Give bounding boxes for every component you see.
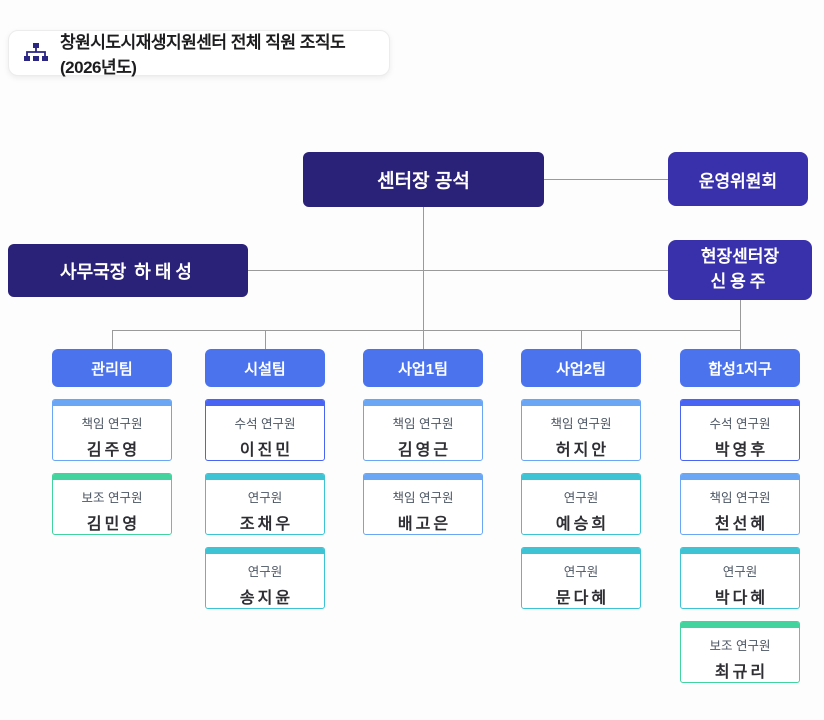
member-accent-bar <box>206 548 324 554</box>
node-director-name: 하태성 <box>134 261 196 282</box>
member-card: 책임 연구원 천선혜 <box>680 473 800 535</box>
connector-team2-stub <box>265 330 266 349</box>
member-accent-bar <box>206 474 324 480</box>
member-title: 연구원 <box>563 491 599 505</box>
member-name: 송지윤 <box>239 590 294 607</box>
page-title: 창원시도시재생지원센터 전체 직원 조직도(2026년도) <box>60 33 346 77</box>
member-title: 책임 연구원 <box>709 491 771 505</box>
member-card: 책임 연구원 허지안 <box>521 399 641 461</box>
connector-center-vertical <box>423 207 424 330</box>
node-director-role: 사무국장 <box>60 261 127 282</box>
member-name: 천선혜 <box>714 516 769 533</box>
member-card: 책임 연구원 김주영 <box>52 399 172 461</box>
page-title-badge: 창원시도시재생지원센터 전체 직원 조직도(2026년도) <box>8 30 390 77</box>
member-name: 배고은 <box>397 516 452 533</box>
member-name: 허지안 <box>555 442 610 459</box>
member-title: 책임 연구원 <box>550 417 612 431</box>
node-secretary-general: 사무국장 하태성 <box>8 244 248 297</box>
member-card: 연구원 예승희 <box>521 473 641 535</box>
team-header: 사업2팀 <box>521 349 641 387</box>
member-accent-bar <box>681 474 799 480</box>
member-title: 책임 연구원 <box>392 417 454 431</box>
team-header: 관리팀 <box>52 349 172 387</box>
node-committee-label: 운영위원회 <box>698 171 778 191</box>
member-title: 연구원 <box>247 565 283 579</box>
member-card: 수석 연구원 이진민 <box>205 399 325 461</box>
member-card: 보조 연구원 김민영 <box>52 473 172 535</box>
member-title: 수석 연구원 <box>234 417 296 431</box>
team-column-project2: 사업2팀 책임 연구원 허지안 연구원 예승희 연구원 문다혜 <box>521 349 641 609</box>
member-accent-bar <box>364 474 482 480</box>
member-card: 연구원 조채우 <box>205 473 325 535</box>
node-steering-committee: 운영위원회 <box>668 152 808 206</box>
node-center-head: 센터장 공석 <box>303 152 544 207</box>
team-column-facility: 시설팀 수석 연구원 이진민 연구원 조채우 연구원 송지윤 <box>205 349 325 609</box>
member-accent-bar <box>681 400 799 406</box>
member-title: 연구원 <box>247 491 283 505</box>
member-accent-bar <box>53 474 171 480</box>
member-card: 책임 연구원 배고은 <box>363 473 483 535</box>
member-title: 보조 연구원 <box>81 491 143 505</box>
member-accent-bar <box>53 400 171 406</box>
member-accent-bar <box>681 548 799 554</box>
member-name: 김민영 <box>86 516 141 533</box>
connector-team3-stub <box>423 330 424 349</box>
member-name: 문다혜 <box>555 590 610 607</box>
member-name: 예승희 <box>555 516 610 533</box>
connector-teams-bus <box>112 330 740 331</box>
node-director-label: 사무국장 하태성 <box>60 258 196 284</box>
member-card: 보조 연구원 최규리 <box>680 621 800 683</box>
org-chart-icon <box>23 42 49 64</box>
connector-fieldhead-vertical <box>740 300 741 349</box>
node-center-head-label: 센터장 공석 <box>377 171 470 192</box>
member-card: 연구원 박다혜 <box>680 547 800 609</box>
member-accent-bar <box>206 400 324 406</box>
member-name: 김영근 <box>397 442 452 459</box>
member-title: 수석 연구원 <box>709 417 771 431</box>
team-column-hapseong1: 합성1지구 수석 연구원 박영후 책임 연구원 천선혜 연구원 박다혜 보조 연… <box>680 349 800 683</box>
member-name: 박다혜 <box>714 590 769 607</box>
connector-director-fieldhead-horizontal <box>248 270 668 271</box>
member-accent-bar <box>364 400 482 406</box>
member-name: 박영후 <box>714 442 769 459</box>
member-title: 연구원 <box>722 565 758 579</box>
member-title: 보조 연구원 <box>709 639 771 653</box>
connector-team1-stub <box>112 330 113 349</box>
member-name: 이진민 <box>239 442 294 459</box>
member-accent-bar <box>522 548 640 554</box>
member-accent-bar <box>522 400 640 406</box>
member-card: 수석 연구원 박영후 <box>680 399 800 461</box>
member-title: 책임 연구원 <box>81 417 143 431</box>
member-card: 연구원 문다혜 <box>521 547 641 609</box>
team-header: 시설팀 <box>205 349 325 387</box>
team-header: 합성1지구 <box>680 349 800 387</box>
member-card: 책임 연구원 김영근 <box>363 399 483 461</box>
team-column-project1: 사업1팀 책임 연구원 김영근 책임 연구원 배고은 <box>363 349 483 535</box>
connector-team4-stub <box>581 330 582 349</box>
team-header: 사업1팀 <box>363 349 483 387</box>
node-field-head-role: 현장센터장 <box>700 247 780 267</box>
member-name: 김주영 <box>86 442 141 459</box>
member-name: 최규리 <box>714 664 769 681</box>
member-card: 연구원 송지윤 <box>205 547 325 609</box>
member-accent-bar <box>522 474 640 480</box>
connector-committee-horizontal <box>544 179 668 180</box>
team-column-management: 관리팀 책임 연구원 김주영 보조 연구원 김민영 <box>52 349 172 535</box>
node-field-center-head: 현장센터장 신용주 <box>668 240 812 300</box>
member-name: 조채우 <box>239 516 294 533</box>
member-title: 연구원 <box>563 565 599 579</box>
node-field-head-name: 신용주 <box>710 272 770 291</box>
member-accent-bar <box>681 622 799 628</box>
member-title: 책임 연구원 <box>392 491 454 505</box>
